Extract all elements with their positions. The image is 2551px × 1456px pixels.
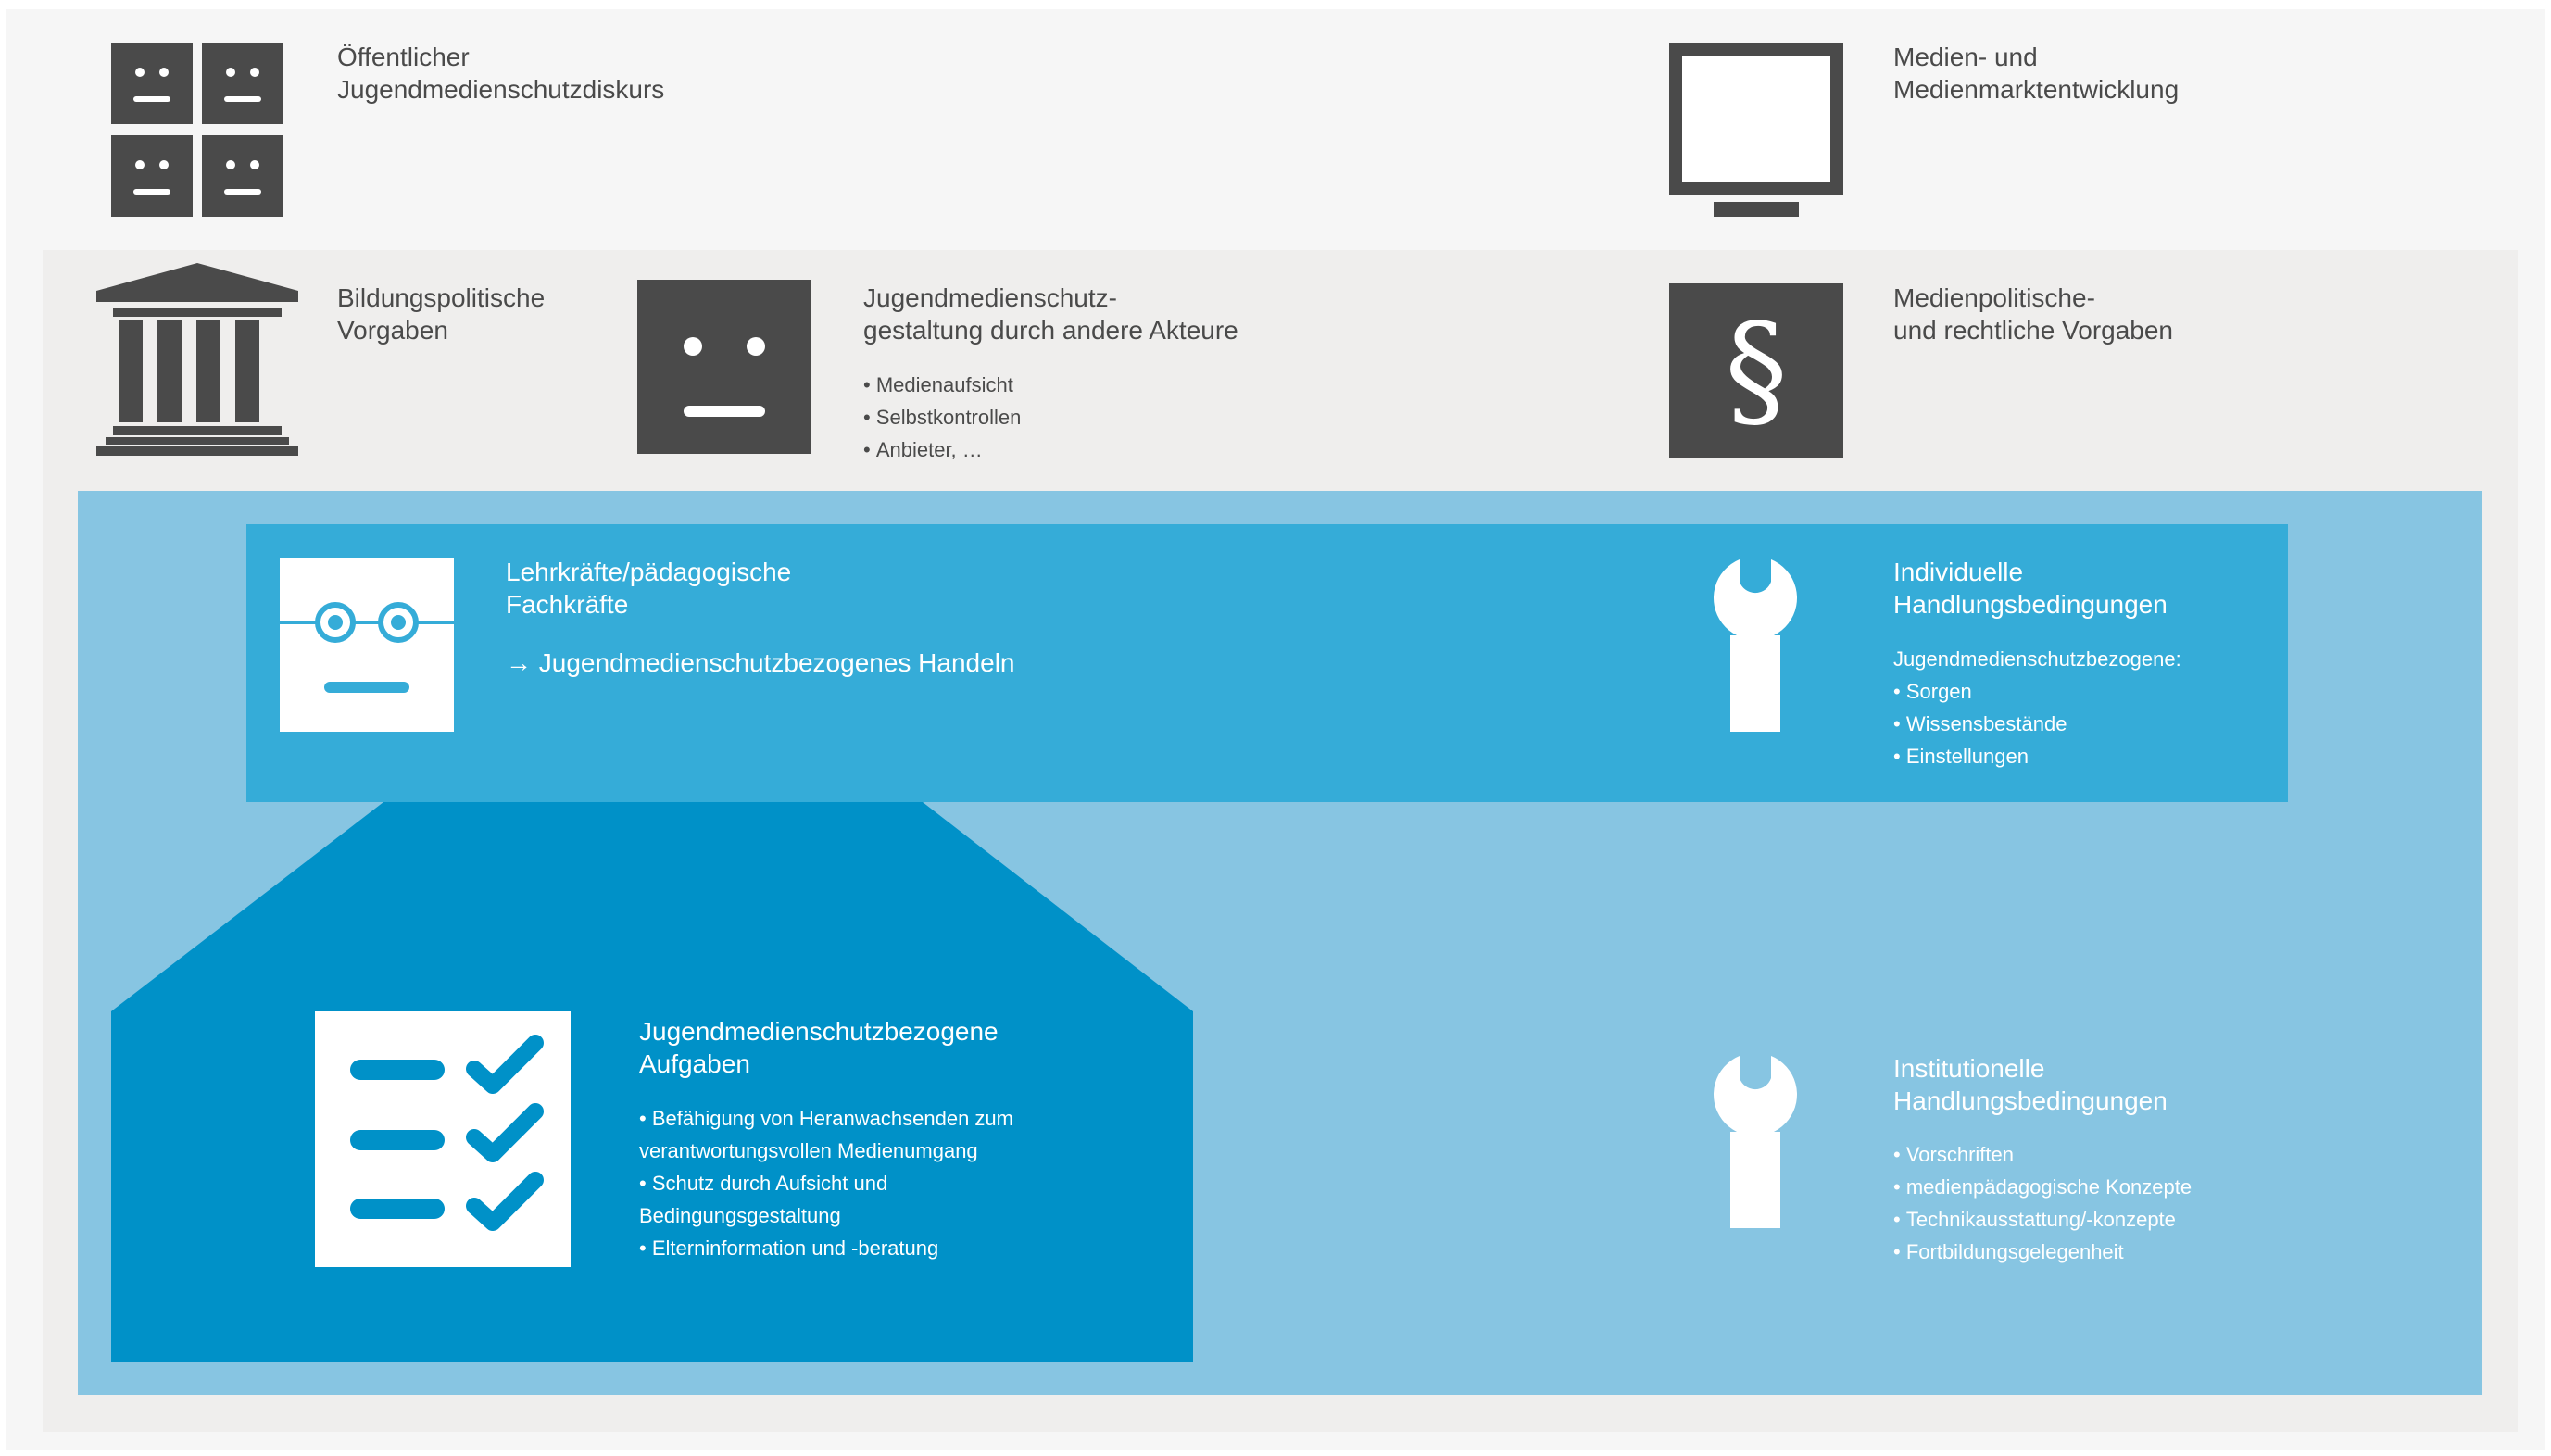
individual-list: Sorgen Wissensbestände Einstellungen: [1893, 675, 2067, 772]
actors-title: Jugendmedienschutz- gestaltung durch and…: [863, 283, 1238, 345]
teachers-title: Lehrkräfte/pädagogische Fachkräfte: [506, 558, 792, 619]
list-item: medienpädagogische Konzepte: [1893, 1171, 2192, 1203]
building-columns-icon: [96, 263, 298, 456]
list-item: Schutz durch Aufsicht und Bedingungsgest…: [639, 1167, 1013, 1232]
teachers-action: → Jugendmedienschutzbezogenes Handeln: [506, 648, 1015, 677]
institutional-list: Vorschriften medienpädagogische Konzepte…: [1893, 1138, 2192, 1268]
face-with-glasses-icon: [280, 558, 454, 732]
media-title: Medien- und Medienmarktentwicklung: [1893, 43, 2180, 104]
paragraph-icon: §: [1669, 283, 1843, 458]
tasks-list: Befähigung von Heranwachsenden zum veran…: [639, 1102, 1013, 1264]
legal-title: Medienpolitische- und rechtliche Vorgabe…: [1893, 283, 2173, 345]
education-title: Bildungspolitische Vorgaben: [337, 283, 546, 345]
list-item: Sorgen: [1893, 675, 2067, 708]
list-item: Fortbildungsgelegenheit: [1893, 1236, 2192, 1268]
checklist-icon: [315, 1011, 571, 1267]
list-item: Elterninformation und -beratung: [639, 1232, 1013, 1264]
list-item: Selbstkontrollen: [863, 401, 1022, 433]
list-item: Anbieter, …: [863, 433, 1021, 466]
face-icon: [637, 280, 811, 454]
actors-list: Medienaufsicht Selbstkontrollen Anbieter…: [863, 369, 1022, 466]
list-item: Technikausstattung/-konzepte: [1893, 1203, 2192, 1236]
wrench-icon: [1714, 556, 1797, 732]
list-item: Befähigung von Heranwachsenden zum veran…: [639, 1102, 1013, 1167]
list-item: Wissensbestände: [1893, 708, 2067, 740]
list-item: Vorschriften: [1893, 1138, 2192, 1171]
list-item: Medienaufsicht: [863, 369, 1021, 401]
four-faces-icon: [111, 43, 283, 217]
individual-title: Individuelle Handlungsbedingungen: [1893, 558, 2168, 619]
tasks-title: Jugendmedienschutzbezogene Aufgaben: [639, 1017, 999, 1078]
individual-subhead: Jugendmedienschutzbezogene:: [1893, 647, 2181, 671]
wrench-icon: [1714, 1052, 1797, 1228]
paragraph-symbol: §: [1725, 297, 1788, 444]
institutional-title: Institutionelle Handlungsbedingungen: [1893, 1054, 2168, 1115]
monitor-icon: [1669, 43, 1843, 219]
discourse-title: Öffentlicher Jugendmedienschutzdiskurs: [337, 43, 665, 104]
list-item: Einstellungen: [1893, 740, 2067, 772]
